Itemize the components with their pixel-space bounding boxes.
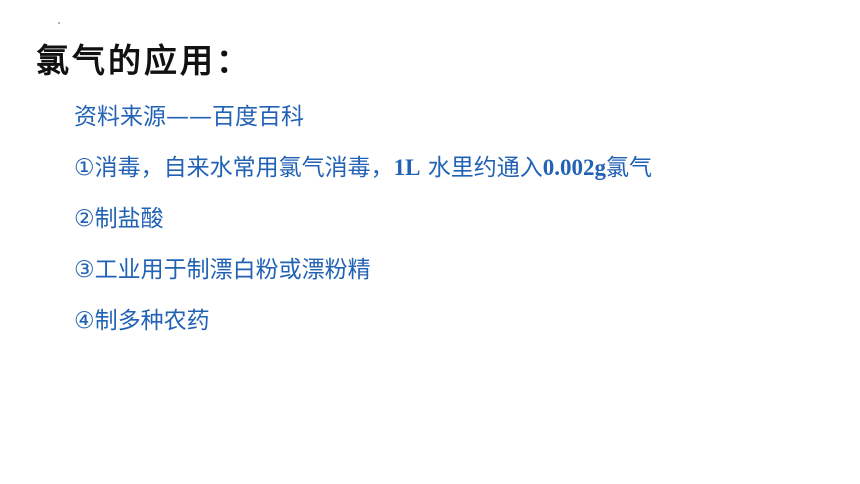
use-item-disinfection: ①消毒，自来水常用氯气消毒，1L 水里约通入0.002g氯气 xyxy=(74,147,652,198)
use-item-disinfection-text: ①消毒，自来水常用氯气消毒， xyxy=(74,155,394,181)
slide-title: 氯气的应用： xyxy=(36,41,252,80)
source-line: 资料来源——百度百科 xyxy=(74,104,304,130)
volume-value: 1L xyxy=(393,155,421,180)
use-item-disinfection-end: 氯气 xyxy=(606,155,653,181)
use-item-disinfection-mid: 水里约通入 xyxy=(420,155,543,181)
content-list: 资料来源——百度百科 ①消毒，自来水常用氯气消毒，1L 水里约通入0.002g氯… xyxy=(74,96,652,351)
decorative-dot xyxy=(58,22,60,24)
use-item-pesticides: ④制多种农药 xyxy=(74,308,210,334)
use-item-hydrochloric-acid: ②制盐酸 xyxy=(74,206,164,232)
use-item-bleaching-powder: ③工业用于制漂白粉或漂粉精 xyxy=(74,257,371,283)
mass-value: 0.002g xyxy=(542,155,607,180)
